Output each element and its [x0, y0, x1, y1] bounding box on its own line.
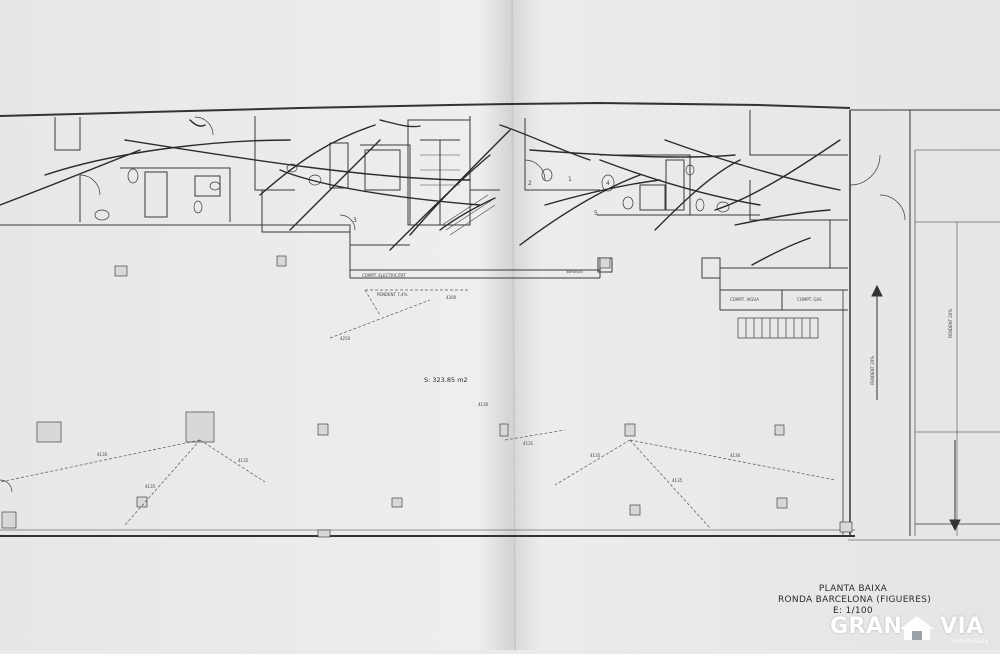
dim-4130-center: 4130	[730, 453, 741, 458]
room-marker-1: 1	[568, 176, 572, 183]
watermark-subtitle: immobiliària	[951, 638, 989, 645]
label-pendent-top: PENDENT 20%	[948, 308, 953, 338]
plan-scale: E: 1/100	[833, 606, 873, 616]
dim-4130-left: 4130	[97, 452, 108, 457]
plan-title: PLANTA BAIXA	[818, 584, 888, 594]
area-label: S: 323.85 m2	[424, 376, 468, 384]
dim-4135-bottom: 4135	[590, 453, 601, 458]
outer-walls	[0, 101, 1000, 541]
label-serveis: SERVEIS	[566, 269, 583, 274]
pencil-scribbles	[0, 119, 841, 266]
label-compt-aigua: COMPT. AIGUA	[730, 297, 759, 302]
dim-4135-right: 4135	[672, 478, 683, 483]
stair-steps	[737, 317, 819, 339]
watermark-word-gran: GRAN	[830, 614, 903, 639]
watermark-word-via: VIA	[940, 614, 984, 639]
room-marker-4: 4	[606, 180, 610, 187]
room-marker-3: 3	[353, 217, 357, 224]
dim-4135-b: 4135	[145, 484, 156, 489]
granvia-watermark: GRAN VIA immobiliària	[830, 614, 1000, 645]
dim-4300: 4300	[446, 295, 457, 300]
columns	[1, 255, 853, 538]
dim-4130-top: 4130	[478, 402, 489, 407]
drainage-lines	[0, 289, 836, 529]
title-block: PLANTA BAIXA RONDA BARCELONA (FIGUERES) …	[778, 584, 932, 617]
label-pendent-right: PENDENT 20%	[870, 355, 875, 385]
dim-4131: 4131	[523, 441, 534, 446]
door-arcs	[0, 116, 906, 493]
service-rooms	[0, 110, 848, 311]
label-rampa: PENDENT 7,4%	[377, 292, 408, 297]
dim-4250: 4250	[340, 336, 351, 341]
page-fold	[511, 0, 516, 651]
stair-core-hatch	[420, 154, 496, 236]
label-compt-gas: COMPT. GAS	[797, 297, 822, 302]
dim-4135-a: 4135	[238, 458, 249, 463]
label-compt-electricitat: COMPT. ELECTRICITAT	[362, 273, 406, 278]
ramp-arrows	[871, 284, 961, 532]
room-marker-5: 5	[594, 210, 598, 217]
room-marker-2: 2	[528, 180, 532, 187]
plan-location: RONDA BARCELONA (FIGUERES)	[778, 595, 932, 605]
house-logo-icon	[900, 616, 934, 640]
